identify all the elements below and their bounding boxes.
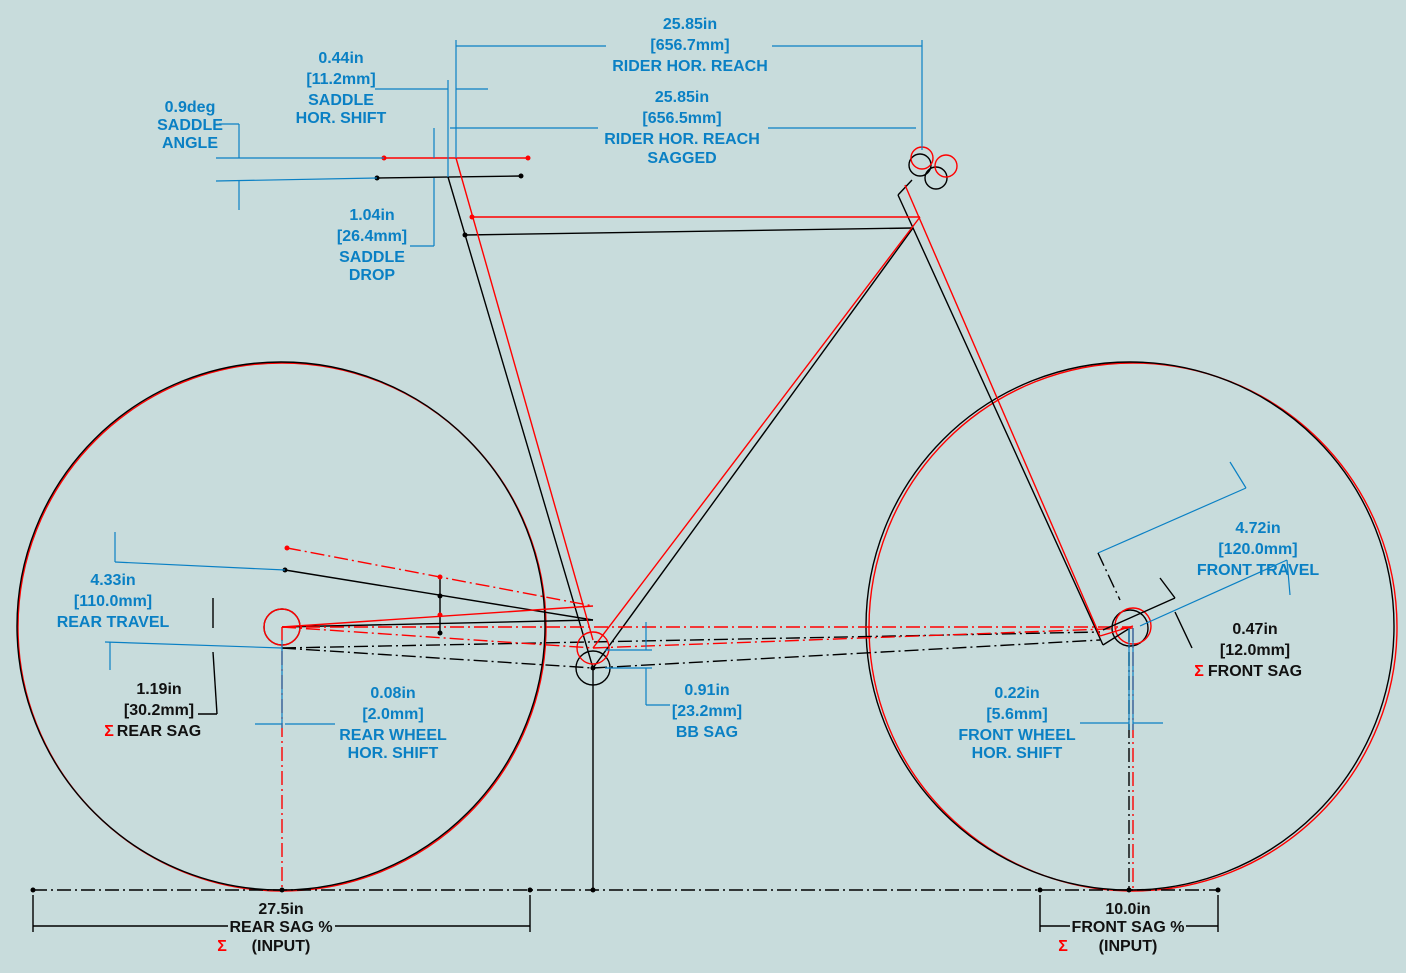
rear-wheel-shift-dim[interactable]: 0.08in [2.0mm] REAR WHEEL HOR. SHIFT <box>339 685 447 762</box>
front-sag-dim[interactable]: 0.47in [12.0mm] Σ FRONT SAG <box>1194 621 1302 680</box>
svg-text:HOR. SHIFT: HOR. SHIFT <box>348 745 439 762</box>
svg-text:27.5in: 27.5in <box>258 901 303 918</box>
front-travel-dim[interactable]: 4.72in [120.0mm] FRONT TRAVEL <box>1197 520 1320 579</box>
svg-text:SADDLE: SADDLE <box>339 249 405 266</box>
rear-sag-pct-dim[interactable]: 27.5in REAR SAG % Σ (INPUT) <box>217 901 332 955</box>
svg-text:(INPUT): (INPUT) <box>252 938 311 955</box>
svg-text:FRONT SAG %: FRONT SAG % <box>1072 919 1185 936</box>
svg-text:[656.7mm]: [656.7mm] <box>650 37 729 54</box>
sigma-icon: Σ <box>104 723 114 740</box>
svg-text:4.33in: 4.33in <box>90 572 135 589</box>
svg-text:[11.2mm]: [11.2mm] <box>306 71 375 88</box>
dimension-lines <box>104 40 1291 730</box>
svg-text:[120.0mm]: [120.0mm] <box>1218 541 1297 558</box>
svg-text:0.47in: 0.47in <box>1232 621 1277 638</box>
front-wheel-shift-dim[interactable]: 0.22in [5.6mm] FRONT WHEEL HOR. SHIFT <box>958 685 1076 762</box>
sigma-icon: Σ <box>1058 938 1068 955</box>
saddle-drop-dim[interactable]: 1.04in [26.4mm] SADDLE DROP <box>337 207 407 284</box>
svg-text:4.72in: 4.72in <box>1235 520 1280 537</box>
svg-text:FRONT WHEEL: FRONT WHEEL <box>958 727 1076 744</box>
front-sag-pct-dim[interactable]: 10.0in FRONT SAG % Σ (INPUT) <box>1058 901 1184 955</box>
svg-text:RIDER HOR. REACH: RIDER HOR. REACH <box>604 131 760 148</box>
svg-text:FRONT SAG: FRONT SAG <box>1208 663 1302 680</box>
svg-text:[110.0mm]: [110.0mm] <box>74 593 152 610</box>
svg-text:SADDLE: SADDLE <box>308 92 374 109</box>
svg-text:[5.6mm]: [5.6mm] <box>986 706 1047 723</box>
bb-sag-dim[interactable]: 0.91in [23.2mm] BB SAG <box>672 682 742 741</box>
svg-text:25.85in: 25.85in <box>655 89 709 106</box>
svg-text:1.04in: 1.04in <box>349 207 394 224</box>
svg-text:0.9deg: 0.9deg <box>165 99 216 116</box>
svg-text:FRONT TRAVEL: FRONT TRAVEL <box>1197 562 1320 579</box>
svg-text:DROP: DROP <box>349 267 396 284</box>
rider-reach-sagged-dim[interactable]: 25.85in [656.5mm] RIDER HOR. REACH SAGGE… <box>604 89 760 167</box>
svg-text:0.22in: 0.22in <box>994 685 1039 702</box>
frame-sagged <box>281 146 1134 665</box>
svg-text:SAGGED: SAGGED <box>647 150 716 167</box>
svg-text:HOR. SHIFT: HOR. SHIFT <box>972 745 1063 762</box>
svg-text:10.0in: 10.0in <box>1105 901 1150 918</box>
rear-travel-dim[interactable]: 4.33in [110.0mm] REAR TRAVEL <box>57 572 170 631</box>
svg-text:ANGLE: ANGLE <box>162 135 218 152</box>
rider-reach-dim[interactable]: 25.85in [656.7mm] RIDER HOR. REACH <box>612 16 768 75</box>
sigma-icon: Σ <box>1194 663 1204 680</box>
svg-text:REAR SAG %: REAR SAG % <box>229 919 332 936</box>
svg-text:REAR SAG: REAR SAG <box>117 723 201 740</box>
svg-text:BB SAG: BB SAG <box>676 724 738 741</box>
rear-sag-dim[interactable]: 1.19in [30.2mm] Σ REAR SAG <box>104 681 201 740</box>
svg-text:0.91in: 0.91in <box>684 682 729 699</box>
svg-text:REAR TRAVEL: REAR TRAVEL <box>57 614 170 631</box>
front-sag-dim-lines <box>32 577 1219 932</box>
svg-text:[12.0mm]: [12.0mm] <box>1220 642 1290 659</box>
svg-text:HOR. SHIFT: HOR. SHIFT <box>296 110 387 127</box>
saddle-angle-dim[interactable]: 0.9deg SADDLE ANGLE <box>157 99 223 152</box>
svg-text:0.44in: 0.44in <box>318 50 363 67</box>
svg-text:[30.2mm]: [30.2mm] <box>124 702 194 719</box>
svg-text:RIDER HOR. REACH: RIDER HOR. REACH <box>612 58 768 75</box>
svg-text:25.85in: 25.85in <box>663 16 717 33</box>
svg-text:(INPUT): (INPUT) <box>1099 938 1158 955</box>
svg-text:[2.0mm]: [2.0mm] <box>362 706 423 723</box>
frame-unsagged <box>281 153 1131 686</box>
svg-text:1.19in: 1.19in <box>136 681 181 698</box>
svg-text:0.08in: 0.08in <box>370 685 415 702</box>
sigma-icon: Σ <box>217 938 227 955</box>
svg-text:[23.2mm]: [23.2mm] <box>672 703 742 720</box>
svg-text:SADDLE: SADDLE <box>157 117 223 134</box>
svg-text:[656.5mm]: [656.5mm] <box>642 110 721 127</box>
saddle-shift-dim[interactable]: 0.44in [11.2mm] SADDLE HOR. SHIFT <box>296 50 387 127</box>
svg-text:[26.4mm]: [26.4mm] <box>337 228 407 245</box>
svg-text:REAR WHEEL: REAR WHEEL <box>339 727 447 744</box>
